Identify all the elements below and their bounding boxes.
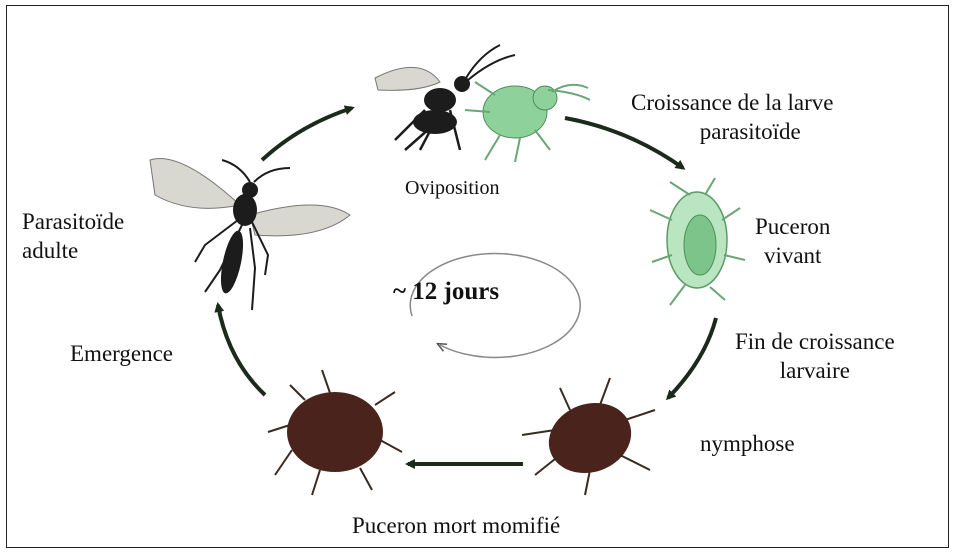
label-fin-croissance-line1: Fin de croissance (735, 328, 895, 357)
label-parasitoide-adulte-line2: adulte (22, 237, 124, 266)
label-puceron-vivant: Puceron vivant (755, 213, 830, 271)
live-aphid-icon (465, 82, 590, 162)
label-fin-croissance: Fin de croissance larvaire (735, 328, 895, 386)
mummy-aphid-icon (522, 378, 655, 495)
label-mort-momifie: Puceron mort momifié (352, 512, 560, 541)
label-puceron-vivant-line2: vivant (755, 242, 830, 271)
label-croissance-line2: parasitoïde (667, 118, 833, 147)
arrow-emergence-to-oviposition (262, 108, 352, 160)
mummy-aphid-icon (268, 370, 402, 495)
label-fin-croissance-line2: larvaire (735, 357, 895, 386)
parasitized-aphid-icon (650, 178, 745, 305)
cycle-duration-label: ~ 12 jours (393, 278, 499, 306)
label-emergence: Emergence (70, 340, 173, 369)
label-parasitoide-adulte-line1: Parasitoïde (22, 208, 124, 237)
arrow-mort-to-emergence (218, 305, 265, 395)
label-oviposition: Oviposition (405, 176, 499, 201)
wasp-adult-icon (150, 158, 350, 310)
arrow-puceron-to-fin (668, 318, 716, 398)
label-puceron-vivant-line1: Puceron (755, 213, 830, 242)
label-nymphose: nymphose (700, 430, 795, 459)
label-croissance-line1: Croissance de la larve (631, 89, 833, 118)
label-croissance: Croissance de la larve parasitoïde (631, 89, 833, 147)
label-parasitoide-adulte: Parasitoïde adulte (22, 208, 124, 266)
